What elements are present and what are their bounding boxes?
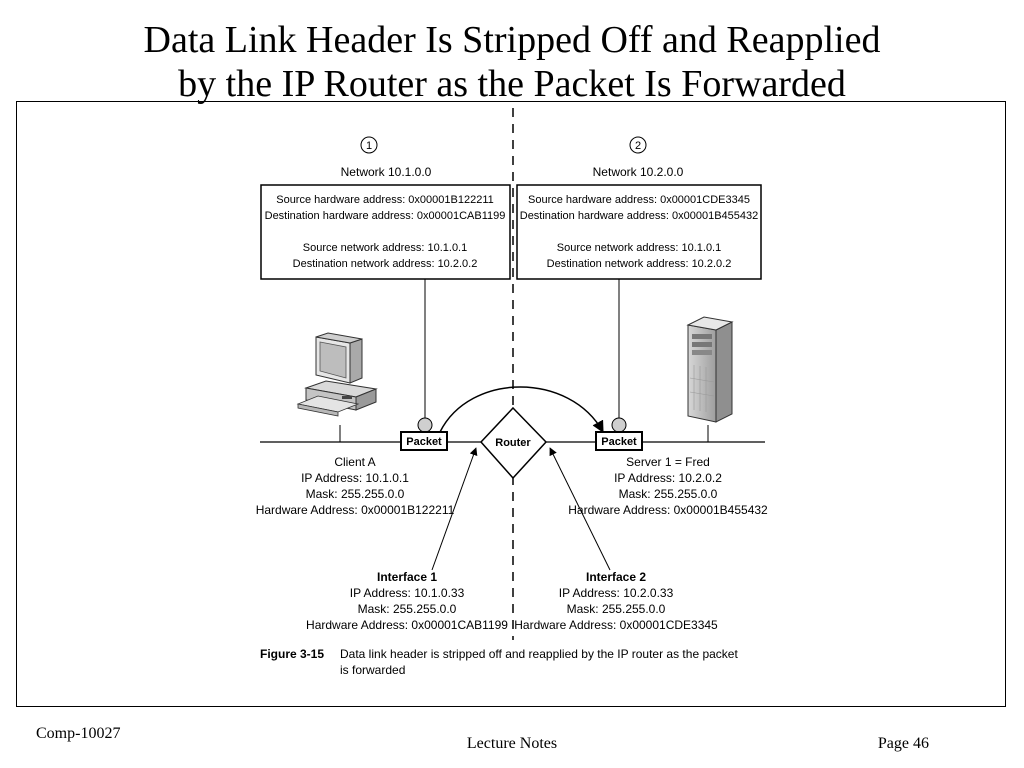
header2-dst-hw: Destination hardware address: 0x00001B45…: [520, 210, 759, 222]
client-computer-icon: [296, 332, 378, 417]
client-hw: Hardware Address: 0x00001B122211: [256, 503, 455, 517]
router-node: Router: [479, 406, 548, 480]
server-name: Server 1 = Fred: [626, 455, 710, 469]
packet-2: Packet: [595, 417, 643, 451]
interface-1-arrow: [431, 447, 478, 571]
interface-2-arrow: [549, 447, 611, 571]
header1-src-hw: Source hardware address: 0x00001B122211: [276, 194, 494, 206]
server-hw: Hardware Address: 0x00001B455432: [568, 503, 768, 517]
interface-2-mask: Mask: 255.255.0.0: [567, 602, 666, 616]
interface-2-hw: Hardware Address: 0x00001CDE3345: [514, 618, 718, 632]
figure-frame: [16, 101, 1006, 707]
header1-dst-net: Destination network address: 10.2.0.2: [293, 258, 478, 270]
slide-title: Data Link Header Is Stripped Off and Rea…: [0, 18, 1024, 106]
forward-arrow: [439, 386, 604, 434]
step-2-marker: 2: [629, 136, 647, 154]
interface-1-hw: Hardware Address: 0x00001CAB1199: [306, 618, 508, 632]
client-info: Client A IP Address: 10.1.0.1 Mask: 255.…: [256, 455, 455, 517]
server-info: Server 1 = Fred IP Address: 10.2.0.2 Mas…: [568, 455, 768, 517]
caption-line-2: is forwarded: [340, 663, 405, 677]
step-1-marker: 1: [360, 136, 378, 154]
header-box-2: [516, 184, 762, 280]
client-mask: Mask: 255.255.0.0: [306, 487, 405, 501]
client-name: Client A: [334, 455, 375, 469]
svg-text:Router: Router: [495, 437, 531, 449]
title-line-2: by the IP Router as the Packet Is Forwar…: [178, 63, 846, 105]
header1-dst-hw: Destination hardware address: 0x00001CAB…: [265, 210, 506, 222]
svg-text:2: 2: [635, 140, 641, 152]
server-icon: [686, 316, 734, 423]
server-mask: Mask: 255.255.0.0: [619, 487, 718, 501]
svg-text:Packet: Packet: [406, 436, 442, 448]
interface-2-name: Interface 2: [586, 570, 646, 584]
svg-text:Packet: Packet: [601, 436, 637, 448]
footer-course-code: Comp-10027: [36, 725, 121, 742]
header1-src-net: Source network address: 10.1.0.1: [303, 242, 467, 254]
interface-2-ip: IP Address: 10.2.0.33: [559, 586, 674, 600]
packet-1: Packet: [400, 417, 448, 451]
figure-label: Figure 3-15: [260, 647, 324, 661]
caption-line-1: Data link header is stripped off and rea…: [340, 647, 738, 661]
header2-dst-net: Destination network address: 10.2.0.2: [547, 258, 732, 270]
svg-text:1: 1: [366, 140, 372, 152]
client-ip: IP Address: 10.1.0.1: [301, 471, 409, 485]
header2-src-net: Source network address: 10.1.0.1: [557, 242, 721, 254]
interface-2-info: Interface 2 IP Address: 10.2.0.33 Mask: …: [514, 570, 718, 632]
header-box-1: [260, 184, 511, 280]
network-2-label: Network 10.2.0.0: [593, 165, 684, 179]
figure-caption: Figure 3-15 Data link header is stripped…: [260, 647, 738, 677]
interface-1-mask: Mask: 255.255.0.0: [358, 602, 457, 616]
interface-1-info: Interface 1 IP Address: 10.1.0.33 Mask: …: [306, 570, 508, 632]
network-1-label: Network 10.1.0.0: [341, 165, 432, 179]
header2-src-hw: Source hardware address: 0x00001CDE3345: [528, 194, 750, 206]
interface-1-ip: IP Address: 10.1.0.33: [350, 586, 465, 600]
interface-1-name: Interface 1: [377, 570, 437, 584]
title-line-1: Data Link Header Is Stripped Off and Rea…: [143, 19, 881, 61]
footer-page-number: Page 46: [877, 735, 929, 752]
footer-lecture-notes: Lecture Notes: [466, 735, 558, 752]
server-ip: IP Address: 10.2.0.2: [614, 471, 722, 485]
